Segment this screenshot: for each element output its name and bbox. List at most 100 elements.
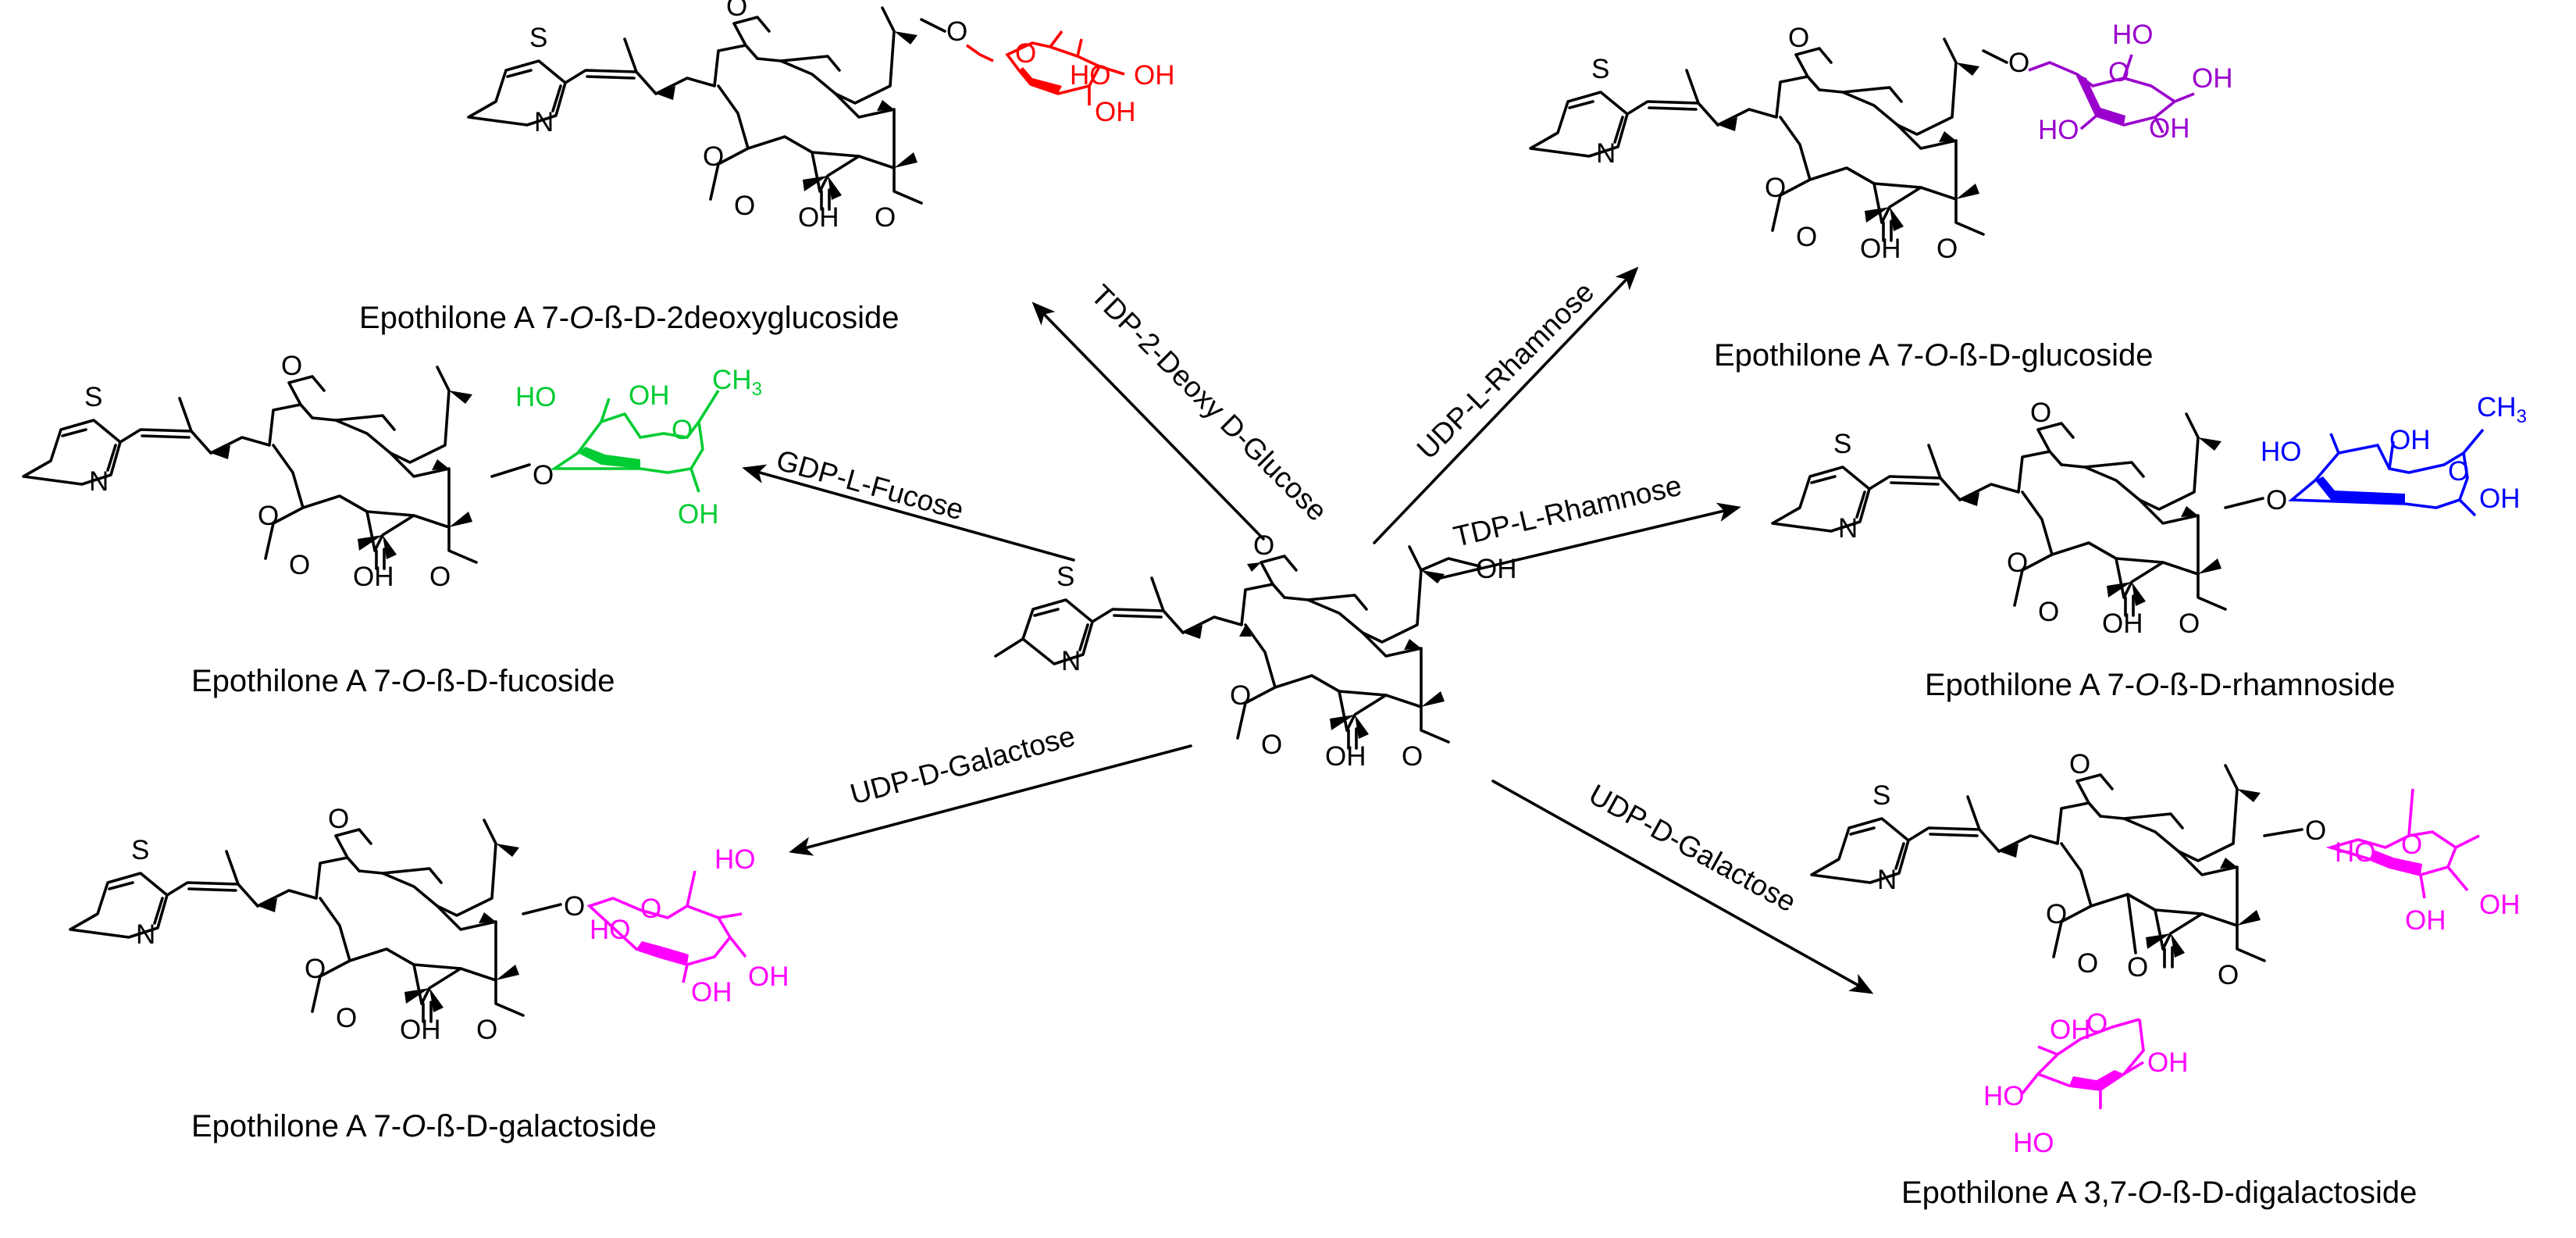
- deoxyglucose-sugar: O HO OH OH: [965, 30, 1175, 127]
- ch3-group: CH3: [2477, 392, 2527, 427]
- thiazole-s-atom: S: [1872, 780, 1890, 811]
- ketone-o-atom: O: [875, 202, 896, 233]
- epoxide-o-atom: O: [2069, 749, 2090, 780]
- ester-carbonyl-o: O: [2038, 597, 2059, 627]
- ring-o-atom: O: [640, 894, 661, 924]
- epoxide-o-atom: O: [2030, 398, 2051, 428]
- epoxide-o-atom: O: [281, 351, 302, 381]
- sugar-oh-1: OH: [2389, 425, 2431, 455]
- sugar-oh-2: OH: [2405, 905, 2446, 936]
- product-digalactoside: S N O O O O O O O HO OH OH OH O OH: [1810, 749, 2521, 1210]
- thiazole-n-atom: N: [1061, 646, 1081, 676]
- galactose-sugar-top: O HO OH OH: [2325, 788, 2521, 936]
- ester-o-atom: O: [1765, 173, 1786, 203]
- thiazole-n-atom: N: [136, 919, 155, 950]
- sugar-ho-1: HO: [714, 844, 756, 875]
- thiazole-n-atom: N: [89, 466, 109, 497]
- thiazole-s-atom: S: [131, 835, 149, 865]
- sugar-ho-2: HO: [2013, 1128, 2054, 1158]
- sugar-oh-1: OH: [748, 962, 789, 992]
- thiazole-n-atom: N: [534, 107, 554, 137]
- c3-o-atom: O: [2127, 952, 2148, 983]
- thiazole-s-atom: S: [529, 23, 547, 53]
- glycosidic-o-atom: O: [2266, 485, 2287, 516]
- ring-o-atom: O: [2086, 1008, 2107, 1039]
- reaction-arrow-galactose-right: UDP-D-Galactose: [1491, 778, 1874, 994]
- sugar-oh-2: OH: [691, 977, 732, 1008]
- galactose-sugar: O HO HO OH OH: [586, 844, 789, 1008]
- thiazole-n-atom: N: [1596, 138, 1616, 169]
- reaction-arrow-deoxyglucose: TDP-2-Deoxy D-Glucose: [1031, 279, 1334, 541]
- sugar-ho-1: HO: [1983, 1081, 2025, 1111]
- ester-o-atom: O: [2046, 899, 2067, 929]
- sugar-ho-1: HO: [2112, 20, 2154, 50]
- product-label-digalactoside: Epothilone A 3,7-O-ß-D-digalactoside: [1901, 1176, 2417, 1210]
- ester-o-atom: O: [1230, 680, 1251, 711]
- ring-o-atom: O: [2401, 829, 2422, 860]
- galactose-sugar-bottom: OH O OH HO HO: [1983, 1008, 2189, 1158]
- c3-oh: OH: [353, 562, 394, 592]
- c3-oh: OH: [2102, 608, 2143, 639]
- sugar-ho-2: HO: [590, 915, 631, 945]
- sugar-oh-2: OH: [2479, 483, 2521, 514]
- sugar-oh-2: OH: [2147, 1047, 2189, 1078]
- ring-o-atom: O: [2108, 57, 2129, 87]
- ketone-o-atom: O: [2218, 960, 2239, 990]
- reaction-arrow-fucose: GDP-L-Fucose: [742, 444, 1075, 562]
- epoxide-o-atom: O: [1253, 530, 1274, 561]
- reaction-arrow-galactose-left: UDP-D-Galactose: [789, 719, 1192, 856]
- sugar-oh-1: OH: [629, 380, 670, 411]
- ketone-o-atom: O: [1936, 234, 1958, 264]
- ketone-o-atom: O: [2179, 608, 2200, 639]
- epothilone-a-center: S N O O O OH O OH: [994, 530, 1517, 772]
- sugar-oh-1: OH: [2192, 63, 2233, 94]
- epoxide-o-atom: O: [1788, 23, 1809, 53]
- sugar-oh-1: OH: [1134, 60, 1175, 91]
- glycosidic-o-atom: O: [2008, 48, 2029, 78]
- c3-oh: OH: [400, 1015, 441, 1045]
- sugar-oh-2: OH: [1095, 97, 1136, 127]
- ester-o-atom: O: [258, 501, 279, 531]
- ketone-o-atom: O: [1402, 741, 1423, 772]
- ester-o-atom: O: [2007, 548, 2028, 578]
- ester-o-atom: O: [703, 141, 724, 172]
- glycosidic-o-atom: O: [533, 460, 554, 491]
- thiazole-n-atom: N: [1877, 865, 1897, 895]
- arrow-label-deoxyglucose: TDP-2-Deoxy D-Glucose: [1085, 279, 1333, 527]
- ch3-group: CH3: [712, 365, 762, 400]
- arrow-label-udp-rhamnose: UDP-L-Rhamnose: [1411, 276, 1601, 466]
- thiazole-s-atom: S: [1591, 54, 1609, 84]
- epoxide-o-atom: O: [726, 0, 747, 22]
- sugar-oh-2: OH: [678, 499, 719, 530]
- sugar-oh-2: OH: [2149, 113, 2190, 144]
- sugar-ho: HO: [515, 382, 557, 412]
- ester-carbonyl-o: O: [289, 550, 310, 580]
- ester-carbonyl-o: O: [2077, 948, 2098, 979]
- glycosidic-o-atom: O: [2305, 815, 2326, 846]
- sugar-oh-1: OH: [2050, 1015, 2091, 1045]
- ester-carbonyl-o: O: [1796, 222, 1817, 252]
- ring-o-atom: O: [672, 415, 693, 445]
- thiazole-s-atom: S: [1833, 429, 1851, 459]
- product-deoxyglucoside: S N O O O OH O O O HO OH OH Epothilone A…: [359, 0, 1175, 335]
- sugar-ho-1: HO: [2335, 837, 2376, 868]
- ring-o-atom: O: [1015, 38, 1036, 69]
- product-label-fucoside: Epothilone A 7-O-ß-D-fucoside: [191, 664, 615, 698]
- thiazole-s-atom: S: [84, 382, 102, 412]
- c3-oh: OH: [798, 202, 839, 233]
- arrow-label-galactose-left: UDP-D-Galactose: [846, 719, 1078, 810]
- product-label-deoxyglucoside: Epothilone A 7-O-ß-D-2deoxyglucoside: [359, 301, 900, 335]
- thiazole-n-atom: N: [1838, 513, 1858, 544]
- sugar-oh-1: OH: [2479, 890, 2521, 920]
- product-glucoside: S N O O O OH O O O HO OH OH HO Epothilon…: [1529, 20, 2233, 373]
- ester-carbonyl-o: O: [336, 1003, 357, 1033]
- product-fucoside: S N O O O OH O O HO OH O CH3 OH Epothilo…: [22, 351, 762, 698]
- product-rhamnoside: S N O O O OH O O HO OH O CH3 OH Epothilo…: [1771, 392, 2527, 702]
- sugar-ho-2: HO: [2038, 115, 2079, 145]
- ester-o-atom: O: [305, 954, 326, 984]
- fucose-sugar: HO OH O CH3 OH: [515, 365, 762, 530]
- glycosidic-o-atom: O: [946, 16, 967, 47]
- ester-carbonyl-o: O: [1261, 730, 1282, 760]
- product-label-rhamnoside: Epothilone A 7-O-ß-D-rhamnoside: [1925, 668, 2396, 702]
